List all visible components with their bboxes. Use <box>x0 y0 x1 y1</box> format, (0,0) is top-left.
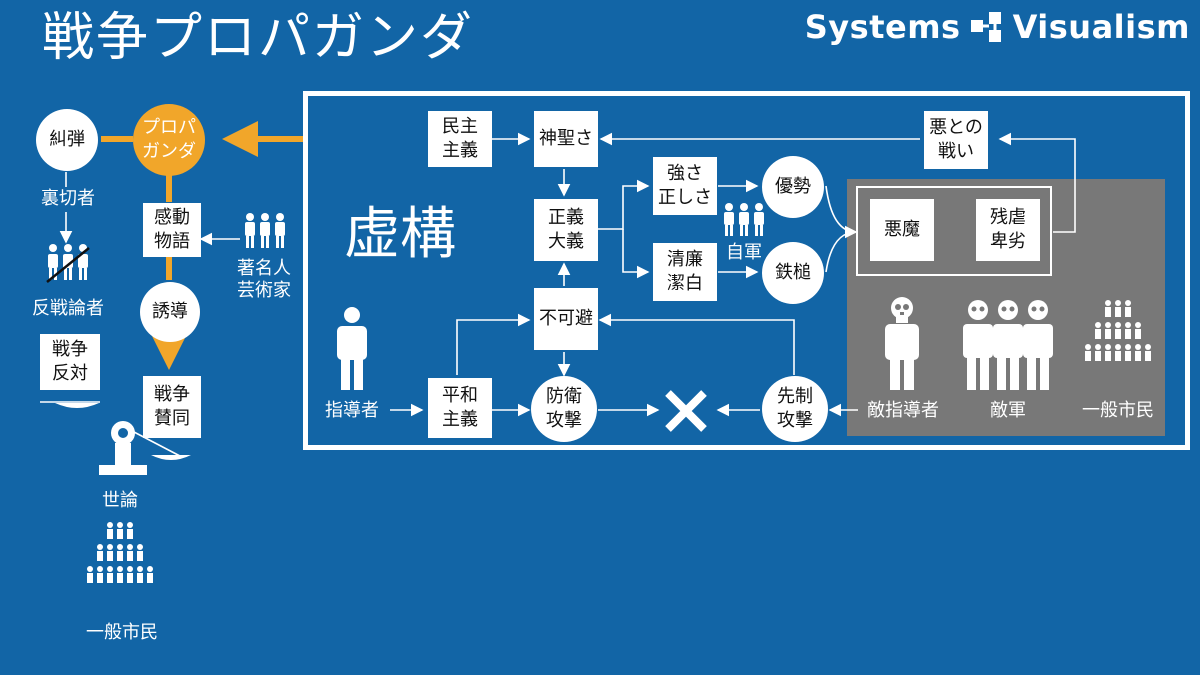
leader-person-icon <box>337 307 367 390</box>
hammer-node: 鉄槌 <box>762 242 824 304</box>
pacifism-box: 平和 主義 <box>428 378 492 438</box>
brand-name-left: Systems <box>804 8 961 46</box>
strike-line <box>46 247 90 283</box>
celebrities-label: 著名人 芸術家 <box>237 258 291 301</box>
enemy-army-skulls-icon <box>963 300 1053 390</box>
cruelty-box: 残虐 卑劣 <box>976 199 1040 261</box>
arrow-justice-strength <box>598 179 650 230</box>
war-opposition-box: 戦争 反対 <box>40 334 100 390</box>
enemy-leader-label: 敵指導者 <box>867 400 939 421</box>
unavoidable-box: 不可避 <box>534 288 598 350</box>
leader-label: 指導者 <box>325 400 379 421</box>
fight-evil-box: 悪との 戦い <box>924 111 988 169</box>
enemy-army-label: 敵軍 <box>990 400 1026 421</box>
line-scale-right <box>133 431 181 457</box>
antiwar-label: 反戦論者 <box>32 298 104 319</box>
guidance-node: 誘導 <box>140 282 200 342</box>
preemptive-attack-node: 先制 攻撃 <box>762 376 828 442</box>
own-army-label: 自軍 <box>726 242 762 263</box>
citizens-icon <box>87 522 153 583</box>
democracy-box: 民主 主義 <box>428 111 492 167</box>
moving-story-box: 感動 物語 <box>143 203 201 257</box>
justice-box: 正義 大義 <box>534 199 598 261</box>
enemy-leader-skull-icon <box>885 297 919 390</box>
public-opinion-label: 世論 <box>102 490 138 511</box>
fiction-label: 虚構 <box>344 202 456 267</box>
devil-box: 悪魔 <box>870 199 934 261</box>
brand-name-right: Visualism <box>1012 8 1190 46</box>
enemy-citizens-icon <box>1085 300 1151 361</box>
balance-scale-icon <box>55 403 191 475</box>
arrow-pacifism-unavoidable <box>456 313 531 375</box>
propaganda-node: プロパ ガンダ <box>133 104 205 176</box>
strength-box: 強さ 正しさ <box>653 157 717 215</box>
celebrities-icon <box>245 213 285 248</box>
arrow-justice-integrity <box>622 229 650 279</box>
arrow-enemy-fightevil <box>998 132 1076 233</box>
systems-logo-icon <box>970 12 1001 42</box>
superiority-node: 優勢 <box>762 156 824 218</box>
line-hammer-enemy <box>825 231 857 273</box>
traitor-label: 裏切者 <box>41 188 95 209</box>
defensive-attack-node: 防衛 攻撃 <box>531 376 597 442</box>
own-army-icon <box>724 203 764 236</box>
fiction-frame <box>303 91 1190 450</box>
arrow-preemptive-unavoidable <box>598 313 795 375</box>
integrity-box: 清廉 潔白 <box>653 243 717 301</box>
cross-x-icon <box>665 390 707 432</box>
antiwar-people-icon <box>46 244 90 283</box>
citizens-label: 一般市民 <box>86 622 158 643</box>
enemy-citizens-label: 一般市民 <box>1082 400 1154 421</box>
sanctity-box: 神聖さ <box>534 111 598 167</box>
arrow-superiority-enemy <box>825 185 858 239</box>
page-title: 戦争プロパガンダ <box>42 8 475 68</box>
war-support-box: 戦争 賛同 <box>143 376 201 438</box>
denounce-node: 糾弾 <box>36 109 98 171</box>
brand-logo: Systems Visualism <box>805 8 1190 46</box>
